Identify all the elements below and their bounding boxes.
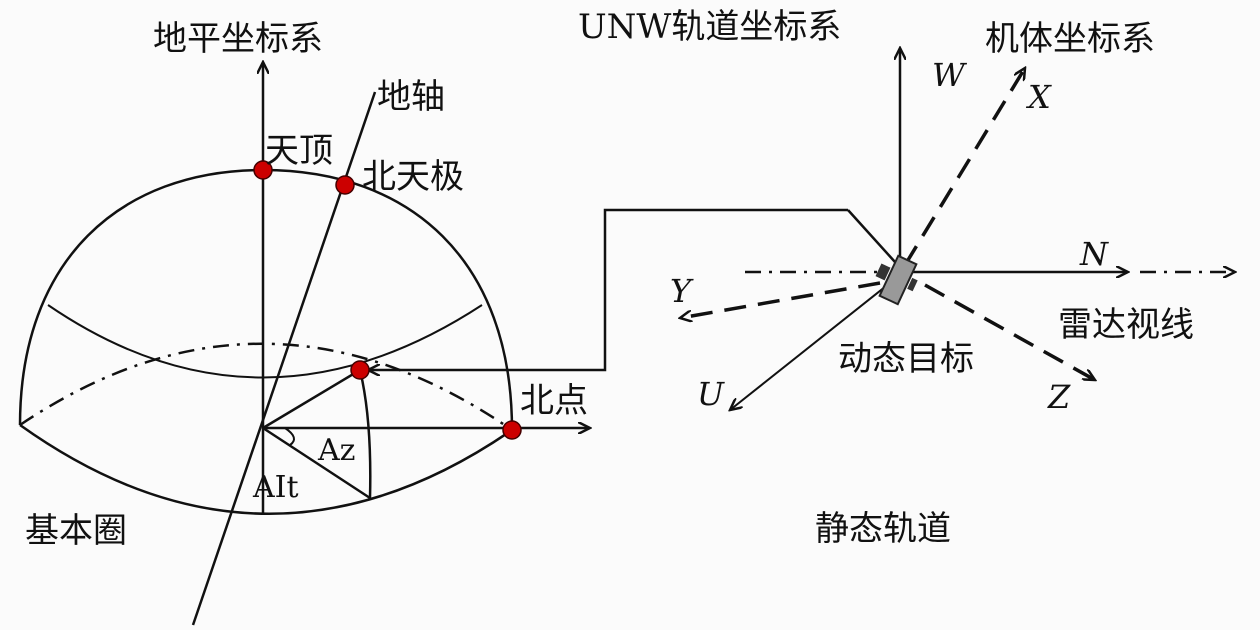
base-circle-back xyxy=(19,342,513,432)
connector-line xyxy=(368,208,848,370)
azimuth-projection-line xyxy=(262,426,371,500)
dynamic-target-label: 动态目标 xyxy=(838,339,974,379)
satellite-icon xyxy=(875,254,918,306)
base-circle-front xyxy=(19,423,513,515)
x-axis xyxy=(903,68,1027,266)
radar-los-label: 雷达视线 xyxy=(1058,305,1194,345)
north-point-marker xyxy=(502,420,522,440)
body-system-title: 机体坐标系 xyxy=(985,19,1155,59)
static-orbit-label: 静态轨道 xyxy=(815,509,951,549)
n-axis-label: N xyxy=(1079,235,1109,273)
y-axis xyxy=(680,281,881,318)
azimuth-label: Az xyxy=(317,433,355,468)
star-marker xyxy=(350,360,370,380)
zenith-label: 天顶 xyxy=(265,131,333,171)
u-axis-label: U xyxy=(697,375,725,413)
unw-system-title: UNW轨道坐标系 xyxy=(578,7,841,47)
y-axis-label: Y xyxy=(670,272,694,310)
connector-diagonal xyxy=(847,209,896,263)
dome-outline xyxy=(18,168,514,431)
angle-arc-icon xyxy=(284,427,295,446)
hemisphere xyxy=(18,168,514,515)
north-point-label: 北点 xyxy=(520,381,588,421)
pole-marker xyxy=(335,175,355,195)
meridian-arc xyxy=(358,369,372,499)
altitude-label: AIt xyxy=(252,470,299,505)
w-axis-label: W xyxy=(932,56,968,94)
earth-axis-label: 地轴 xyxy=(377,77,445,117)
pole-label: 北天极 xyxy=(362,157,464,197)
z-axis-label: Z xyxy=(1047,378,1071,416)
x-axis-label: X xyxy=(1025,78,1052,116)
u-axis xyxy=(730,274,901,410)
horizon-system-title: 地平坐标系 xyxy=(153,19,323,59)
zenith-marker xyxy=(253,160,273,180)
altitude-circle xyxy=(47,304,483,379)
star-direction-line xyxy=(262,368,361,430)
fundamental-circle-label: 基本圈 xyxy=(25,511,127,551)
